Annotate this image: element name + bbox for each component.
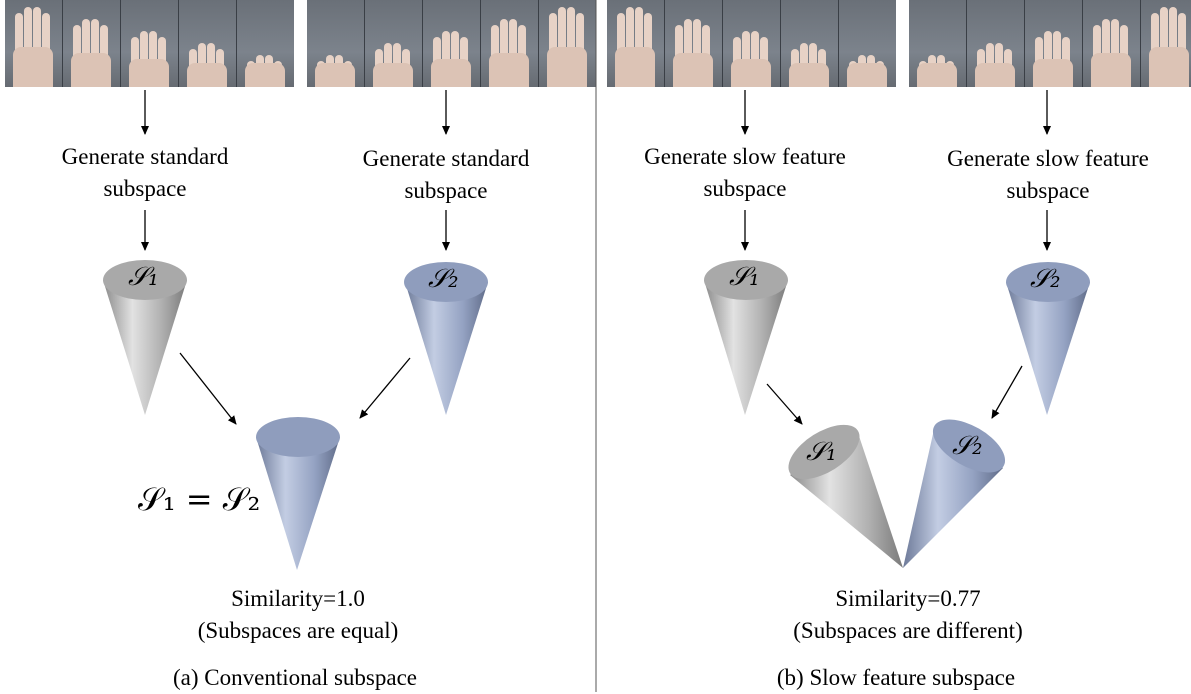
- cone-label-s1-b-tilted: 𝒮₁: [806, 437, 837, 467]
- hand-icon: [615, 7, 655, 87]
- hand-icon: [245, 55, 285, 87]
- cone-s1-b-tilted: [788, 424, 903, 568]
- hand-icon: [1091, 19, 1131, 87]
- hand-frame: [365, 0, 423, 87]
- step-line-1: Generate standard: [61, 144, 229, 169]
- hand-icon: [187, 43, 227, 87]
- hand-frame: [481, 0, 539, 87]
- caption-b: (b) Slow feature subspace: [776, 665, 1016, 690]
- arrow-b2-to-pair: [991, 365, 1023, 419]
- hand-frame: [723, 0, 781, 87]
- hand-frame: [607, 0, 665, 87]
- hand-frame: [179, 0, 237, 87]
- hand-sequence-b1: [607, 0, 896, 87]
- step-label-b1: Generate slow feature subspace: [610, 141, 880, 205]
- hand-frame: [423, 0, 481, 87]
- hand-sequence-a2: [307, 0, 596, 87]
- cone-label-s1-a: 𝒮₁: [128, 262, 159, 292]
- hand-frame: [967, 0, 1025, 87]
- caption-a: (a) Conventional subspace: [173, 665, 417, 690]
- hand-frame: [665, 0, 723, 87]
- hand-icon: [1033, 31, 1073, 87]
- cone-merged-a: [256, 417, 340, 570]
- step-line-1: Generate slow feature: [947, 146, 1149, 171]
- step-line-2: subspace: [404, 178, 488, 203]
- hand-icon: [13, 7, 53, 87]
- cone-s2-b-tilted: [903, 419, 1006, 568]
- hand-frame: [839, 0, 896, 87]
- step-line-1: Generate standard: [362, 146, 530, 171]
- hand-icon: [673, 19, 713, 87]
- step-label-a1: Generate standard subspace: [20, 141, 270, 205]
- hand-icon: [975, 43, 1015, 87]
- cone-label-s1-b: 𝒮₁: [729, 262, 760, 292]
- hand-icon: [547, 7, 587, 87]
- cone-s2-a: [404, 262, 488, 415]
- similarity-a: Similarity=1.0 (Subspaces are equal): [178, 583, 418, 647]
- similarity-value: Similarity=1.0: [231, 586, 365, 611]
- hand-frame: [539, 0, 596, 87]
- step-label-a2: Generate standard subspace: [321, 143, 571, 207]
- step-line-1: Generate slow feature: [644, 144, 846, 169]
- hand-icon: [129, 31, 169, 87]
- hand-frame: [121, 0, 179, 87]
- cone-label-s2-a: 𝒮₂: [428, 264, 459, 294]
- hand-frame: [1141, 0, 1191, 87]
- hand-icon: [1149, 7, 1189, 87]
- cone-s2-b: [1006, 262, 1090, 415]
- hand-frame: [781, 0, 839, 87]
- step-line-2: subspace: [703, 176, 787, 201]
- step-line-2: subspace: [103, 176, 187, 201]
- arrow-b1-to-pair: [766, 383, 803, 425]
- similarity-note: (Subspaces are different): [793, 618, 1023, 643]
- hand-frame: [909, 0, 967, 87]
- hand-frame: [1083, 0, 1141, 87]
- hand-icon: [847, 55, 887, 87]
- hand-frame: [307, 0, 365, 87]
- hand-icon: [71, 19, 111, 87]
- hand-frame: [237, 0, 294, 87]
- hand-icon: [315, 55, 355, 87]
- arrow-a2-to-merged: [359, 357, 411, 419]
- hand-icon: [731, 31, 771, 87]
- cone-s1-b: [704, 260, 788, 415]
- hand-sequence-a1: [5, 0, 294, 87]
- hand-icon: [431, 31, 471, 87]
- arrow-a1-to-merged: [179, 352, 237, 425]
- hand-frame: [63, 0, 121, 87]
- hand-icon: [489, 19, 529, 87]
- hand-icon: [917, 55, 957, 87]
- cone-label-s2-b: 𝒮₂: [1030, 264, 1061, 294]
- hand-icon: [373, 43, 413, 87]
- hand-frame: [1025, 0, 1083, 87]
- hand-frame: [5, 0, 63, 87]
- step-label-b2: Generate slow feature subspace: [913, 143, 1183, 207]
- cone-s1-a: [103, 260, 187, 415]
- similarity-note: (Subspaces are equal): [197, 618, 399, 643]
- hand-sequence-b2: [909, 0, 1191, 87]
- similarity-b: Similarity=0.77 (Subspaces are different…: [768, 583, 1048, 647]
- cone-label-s2-b-tilted: 𝒮₂: [952, 431, 983, 461]
- hand-icon: [789, 43, 829, 87]
- step-line-2: subspace: [1006, 178, 1090, 203]
- similarity-value: Similarity=0.77: [835, 586, 981, 611]
- equation-s1-equals-s2: 𝒮₁ = 𝒮₂: [138, 480, 261, 518]
